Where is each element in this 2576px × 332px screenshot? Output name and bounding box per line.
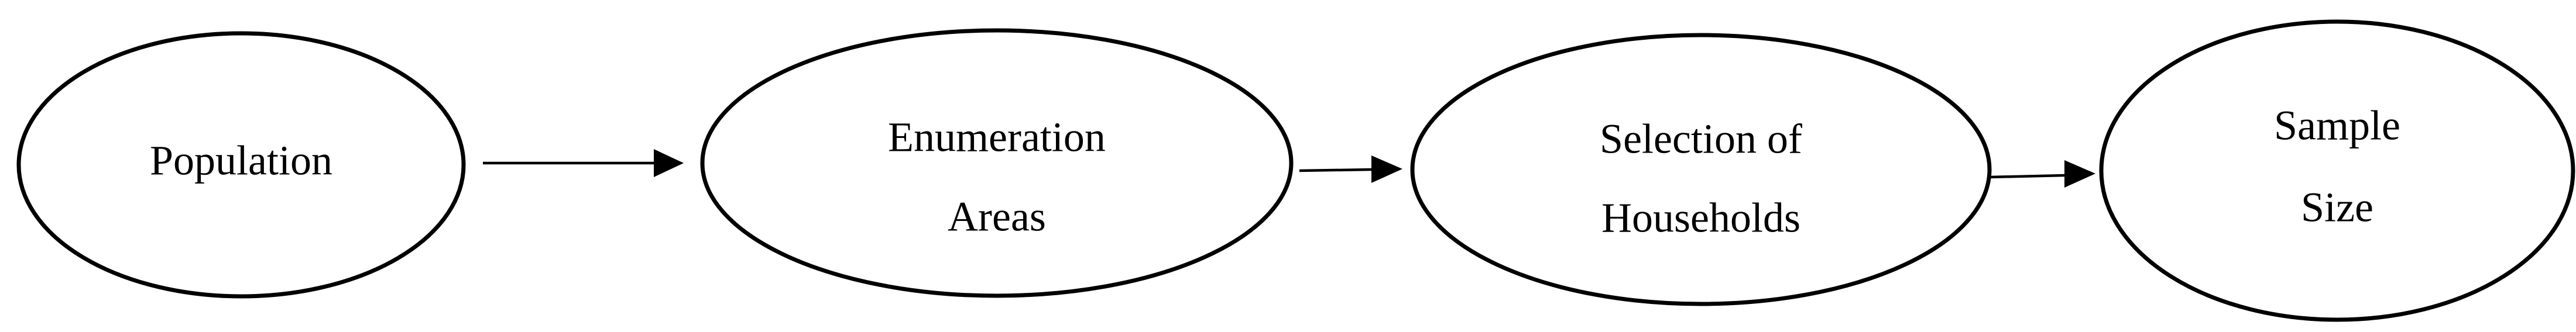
node-population: Population bbox=[16, 31, 466, 299]
edge-1-arrowhead bbox=[654, 149, 684, 177]
node-population-ellipse bbox=[16, 31, 466, 299]
edge-enumeration-areas-to-selection-of-households bbox=[1299, 155, 1402, 183]
node-enumeration-areas: Enumeration Areas bbox=[700, 28, 1294, 298]
node-enumeration-areas-label-line2: Areas bbox=[948, 193, 1046, 240]
edge-2-line bbox=[1299, 168, 1373, 172]
node-population-label: Population bbox=[150, 137, 332, 184]
node-sample-size-ellipse bbox=[2099, 19, 2575, 322]
edge-selection-of-households-to-sample-size bbox=[1990, 160, 2095, 188]
edge-2-arrowhead bbox=[1371, 155, 1402, 183]
node-sample-size: Sample Size bbox=[2099, 19, 2575, 322]
node-selection-of-households: Selection of Households bbox=[1410, 33, 1992, 306]
node-selection-of-households-ellipse bbox=[1410, 33, 1992, 306]
node-sample-size-label-line1: Sample bbox=[2274, 102, 2400, 149]
node-enumeration-areas-label-line1: Enumeration bbox=[888, 114, 1106, 161]
node-enumeration-areas-ellipse bbox=[700, 28, 1294, 298]
edge-3-line bbox=[1990, 174, 2066, 179]
node-selection-of-households-label-line1: Selection of bbox=[1600, 116, 1802, 162]
edge-population-to-enumeration-areas bbox=[483, 149, 684, 177]
node-selection-of-households-label-line2: Households bbox=[1601, 195, 1800, 241]
edge-3-arrowhead bbox=[2064, 160, 2095, 188]
node-sample-size-label-line2: Size bbox=[2301, 184, 2373, 231]
